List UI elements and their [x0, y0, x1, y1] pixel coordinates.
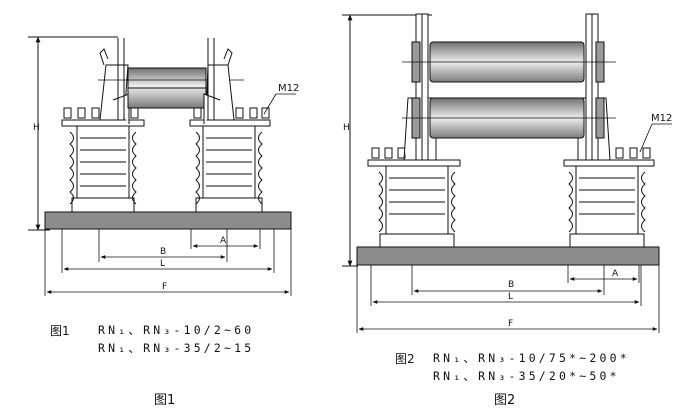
bolts-right-fig2	[615, 147, 651, 159]
fig2-caption-number: 图2	[395, 352, 415, 366]
fig1-spec-line-2: RN₁、RN₃-35/2~15	[98, 341, 255, 355]
dim-h-label: H	[33, 123, 40, 133]
bolts-left	[63, 107, 139, 119]
contact-left	[99, 38, 130, 124]
base-plate	[44, 211, 292, 230]
insulator-right	[189, 119, 271, 213]
fig2-spec-line-2: RN₁、RN₃-35/20*~50*	[433, 369, 620, 383]
dim-b-fig1: B	[160, 247, 166, 257]
bolts-left-fig2	[371, 147, 406, 159]
m12-label-fig2: M12	[651, 113, 672, 124]
fig1-caption-number: 图1	[50, 324, 70, 338]
base-plate-fig2	[356, 246, 660, 266]
m12-leader-fig1	[263, 93, 277, 115]
figure-2: H	[342, 13, 672, 333]
fig2-spec-line-1: RN₁、RN₃-10/75*~200*	[433, 351, 630, 365]
fig1-spec-line-1: RN₁、RN₃-10/2~60	[98, 323, 255, 337]
bolts-right	[193, 107, 270, 119]
dim-a-fig2: A	[612, 269, 619, 279]
fig1-bottom-label: 图1	[154, 393, 176, 408]
fig2-bottom-label: 图2	[494, 393, 516, 408]
m12-leader-fig2	[639, 123, 653, 153]
insulator-right-fig2	[563, 159, 655, 248]
m12-label-fig1: M12	[278, 83, 299, 94]
dim-h-label-fig2: H	[343, 123, 350, 133]
dim-l-fig2: L	[508, 292, 513, 302]
contact-right	[203, 38, 235, 124]
figure-1: H	[28, 36, 299, 296]
insulator-left-fig2	[367, 159, 461, 248]
dim-a-fig1: A	[220, 236, 227, 246]
insulator-left	[61, 119, 145, 213]
dim-h-fig1	[28, 36, 118, 231]
dim-f-fig1: F	[162, 282, 167, 292]
dims-bottom-fig1	[44, 229, 292, 296]
dims-bottom-fig2	[356, 265, 660, 333]
dim-f-fig2: F	[508, 319, 513, 329]
dim-l-fig1: L	[160, 259, 165, 269]
dim-b-fig2: B	[508, 280, 514, 290]
